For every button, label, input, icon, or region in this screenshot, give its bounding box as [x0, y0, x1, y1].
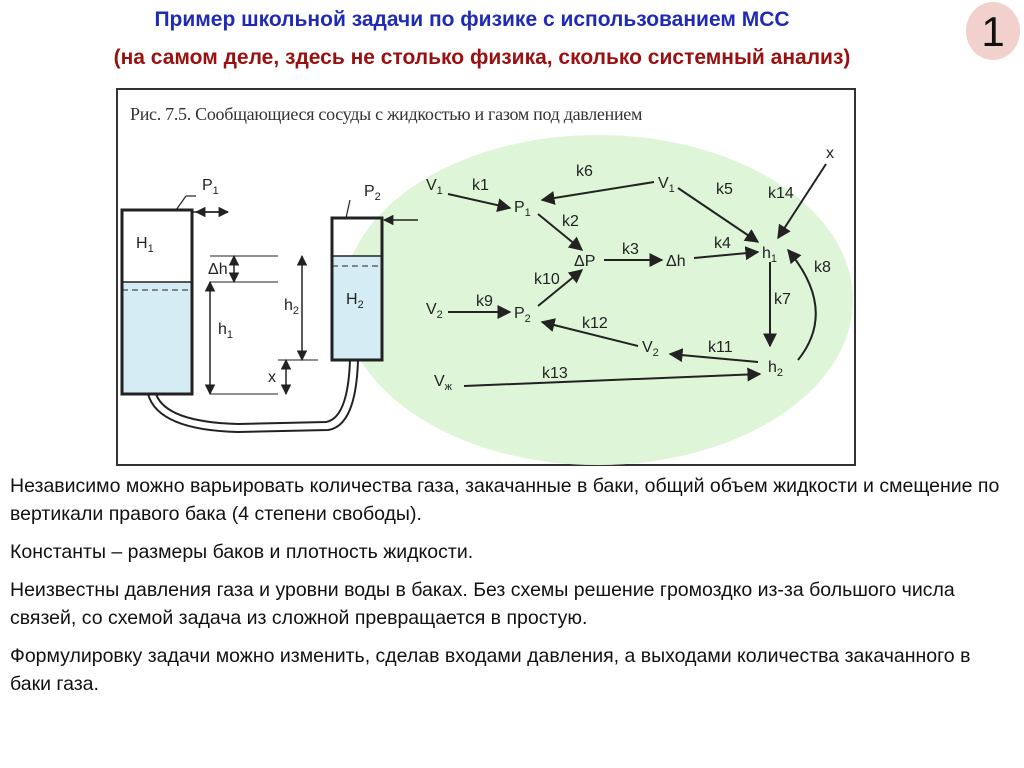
left-tank-liquid	[122, 282, 192, 394]
coef-k3: k3	[622, 241, 639, 258]
paragraph-constants: Константы – размеры баков и плотность жи…	[10, 541, 474, 563]
node-V2o: V2	[426, 301, 443, 321]
paragraph-unknowns: Неизвестны давления газа и уровни воды в…	[10, 579, 955, 629]
body-text: Независимо можно варьировать количества …	[10, 472, 1010, 708]
coef-k6: k6	[576, 163, 593, 180]
coef-k13: k13	[542, 365, 568, 382]
paragraph-degrees-of-freedom: Независимо можно варьировать количества …	[10, 475, 1000, 525]
connecting-tube	[147, 359, 359, 434]
coef-k4: k4	[714, 235, 731, 252]
node-dh: Δh	[666, 253, 686, 270]
coef-k10: k10	[534, 271, 560, 288]
node-h1: h1	[762, 245, 777, 265]
node-V2: V2	[642, 339, 659, 359]
coef-k2: k2	[562, 213, 579, 230]
slide-subtitle: (на самом деле, здесь не столько физика,…	[113, 46, 851, 69]
node-V1o: V1	[426, 177, 443, 197]
label-H1: H1	[136, 235, 154, 255]
diagram-svg: P1 P2 H1 H2 Δh h2 h1 x V1 P1 V1 ΔP Δh h1…	[120, 135, 853, 465]
node-P2: P2	[514, 305, 531, 325]
paragraph-reformulation: Формулировку задачи можно изменить, сдел…	[10, 645, 971, 695]
right-tank-liquid	[332, 256, 382, 360]
label-x: x	[268, 369, 276, 386]
coef-k9: k9	[476, 293, 493, 310]
node-x: x	[826, 145, 834, 162]
coef-k5: k5	[716, 181, 733, 198]
graph-background-ellipse	[343, 135, 853, 465]
node-h2: h2	[768, 359, 783, 379]
node-dP: ΔP	[574, 253, 595, 270]
coef-k11: k11	[708, 339, 733, 356]
node-Vzh: Vж	[434, 373, 453, 393]
slide-title: Пример школьной задачи по физике с испол…	[154, 8, 790, 31]
coef-k1: k1	[472, 177, 489, 194]
label-h1: h1	[218, 321, 233, 341]
label-p2-tank: P2	[364, 183, 381, 203]
label-h2: h2	[284, 297, 299, 317]
coef-k12: k12	[582, 315, 608, 332]
slide-number-badge: 1	[966, 2, 1020, 60]
label-H2: H2	[346, 291, 364, 311]
node-P1: P1	[514, 199, 531, 219]
coef-k14: k14	[768, 185, 794, 202]
coef-k7: k7	[774, 291, 791, 308]
coef-k8: k8	[814, 259, 831, 276]
figure-diagram: P1 P2 H1 H2 Δh h2 h1 x V1 P1 V1 ΔP Δh h1…	[116, 88, 856, 466]
figure-caption: Рис. 7.5. Сообщающиеся сосуды с жидкость…	[130, 104, 643, 124]
label-p1-tank: P1	[202, 177, 219, 197]
node-V1: V1	[658, 175, 675, 195]
label-dh: Δh	[208, 261, 228, 278]
